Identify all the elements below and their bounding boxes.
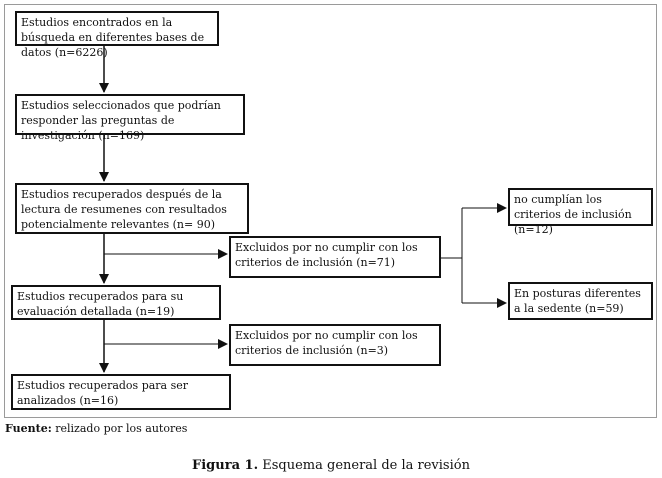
caption-label: Figura 1. — [192, 458, 259, 473]
box-excluded-3: Excluidos por no cumplir con los criteri… — [229, 324, 441, 366]
box-excluded-71: Excluidos por no cumplir con los criteri… — [229, 236, 441, 278]
box-detailed-evaluation: Estudios recuperados para su evaluación … — [11, 285, 221, 320]
box-studies-found: Estudios encontrados en la búsqueda en d… — [15, 11, 219, 59]
box-other-postures: En posturas diferentes a la sedente (n=5… — [508, 282, 653, 320]
source-label: Fuente: — [5, 422, 52, 435]
box-studies-analyzed: Estudios recuperados para ser analizados… — [11, 374, 231, 410]
box-not-meeting-criteria: no cumplían los criterios de inclusión (… — [508, 188, 653, 236]
source-text: relizado por los autores — [51, 422, 188, 435]
box-studies-recovered-abstracts: Estudios recuperados después de la lectu… — [15, 183, 249, 234]
box-studies-selected: Estudios seleccionados que podrían respo… — [15, 94, 245, 142]
figure-caption: Figura 1. Esquema general de la revisión — [0, 458, 662, 473]
figure-source: Fuente: relizado por los autores — [5, 422, 187, 435]
diagram-frame — [4, 4, 657, 418]
caption-text: Esquema general de la revisión — [258, 458, 470, 473]
